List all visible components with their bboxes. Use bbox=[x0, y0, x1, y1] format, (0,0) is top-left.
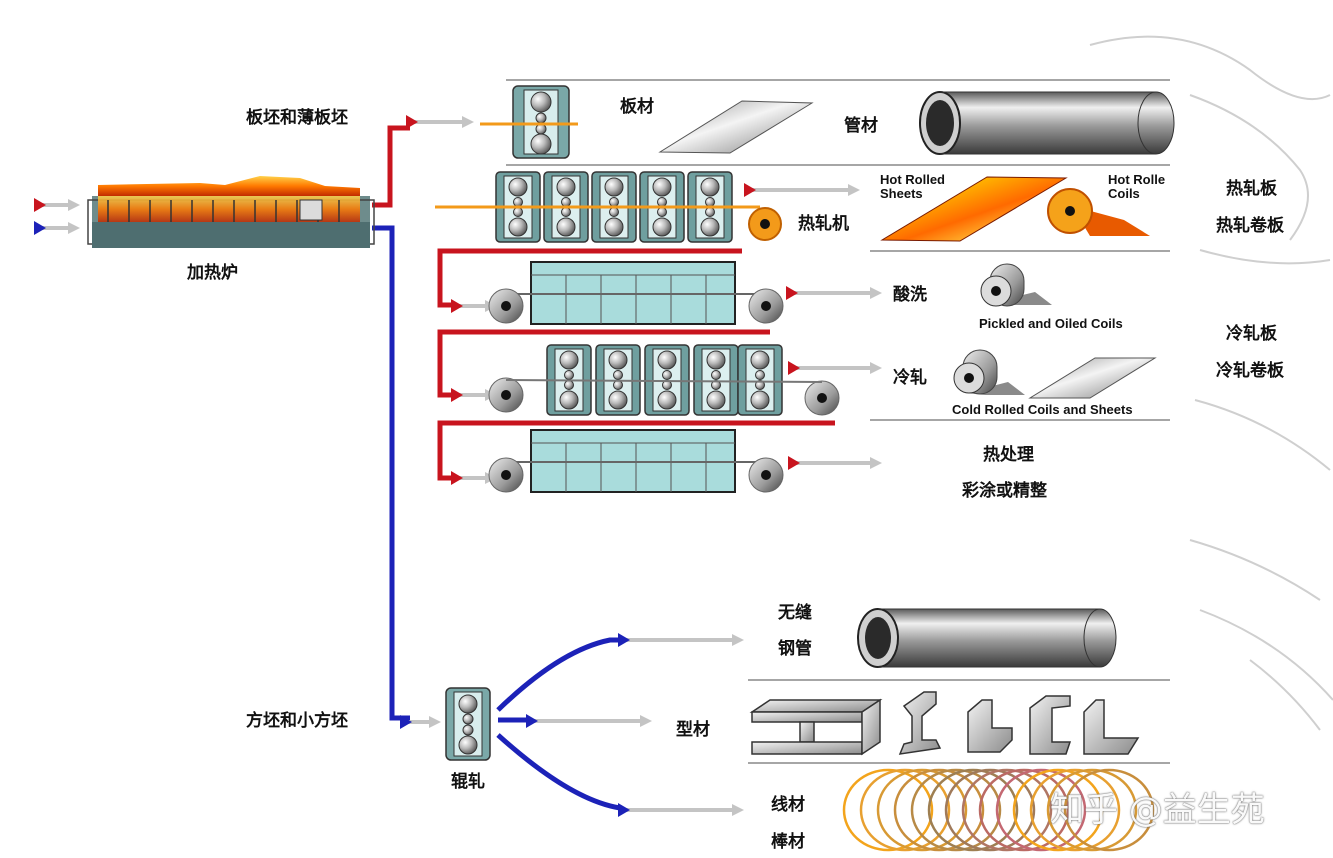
steel-plate bbox=[658, 100, 814, 154]
billet-mill-stand bbox=[445, 687, 491, 761]
red-flow-line bbox=[372, 125, 835, 481]
label-cold-coil: 冷轧卷板 bbox=[1216, 360, 1285, 381]
angle-section bbox=[967, 699, 1013, 753]
label-hot-plate: 热轧板 bbox=[1226, 178, 1278, 199]
arrow bbox=[400, 715, 441, 729]
pickled-coil bbox=[980, 263, 1052, 307]
plate-mill-stand bbox=[480, 85, 578, 159]
label-cold-plate: 冷轧板 bbox=[1226, 323, 1278, 344]
arrow bbox=[526, 714, 652, 728]
wire-ring bbox=[1012, 768, 1104, 852]
label-pickled-en: Pickled and Oiled Coils bbox=[979, 316, 1123, 331]
rail-section bbox=[898, 691, 942, 755]
wire-ring bbox=[842, 768, 934, 852]
arrow bbox=[34, 198, 80, 212]
label-hot-mill: 热轧机 bbox=[798, 213, 849, 234]
wire-ring bbox=[995, 768, 1087, 852]
seamless-pipe bbox=[857, 608, 1117, 668]
hot-rolled-coil bbox=[1047, 188, 1150, 236]
pickling-recoiler bbox=[748, 288, 784, 324]
heat-treat-recoiler bbox=[748, 457, 784, 493]
cold-rolled-sheet bbox=[1028, 357, 1157, 399]
arrow bbox=[618, 633, 744, 647]
separator-lines bbox=[506, 79, 1170, 764]
wire-ring bbox=[961, 768, 1053, 852]
pickling-uncoiler bbox=[488, 288, 524, 324]
i-beam-section bbox=[749, 698, 883, 756]
heat-treat-uncoiler bbox=[488, 457, 524, 493]
label-hot-coil: 热轧卷板 bbox=[1216, 215, 1285, 236]
wire-ring bbox=[910, 768, 1002, 852]
flow-arrows bbox=[34, 115, 882, 817]
watermark: 知乎 @益生苑 bbox=[1050, 790, 1265, 830]
cold-rolled-coil bbox=[953, 349, 1025, 395]
label-furnace: 加热炉 bbox=[186, 262, 238, 283]
arrow bbox=[618, 803, 744, 817]
label-plate: 板材 bbox=[620, 96, 654, 117]
wire-ring bbox=[1046, 768, 1138, 852]
label-heat-treat: 热处理 bbox=[983, 444, 1034, 465]
label-coating: 彩涂或精整 bbox=[961, 480, 1047, 501]
arrow bbox=[788, 361, 882, 375]
label-roll: 辊轧 bbox=[451, 771, 485, 792]
wire-ring bbox=[978, 768, 1070, 852]
arrow bbox=[786, 286, 882, 300]
cold-uncoiler bbox=[488, 377, 524, 413]
arrow bbox=[406, 115, 474, 129]
label-cold-rolling: 冷轧 bbox=[893, 367, 927, 388]
wire-ring bbox=[859, 768, 951, 852]
label-seamless-1: 无缝 bbox=[777, 602, 812, 623]
cold-strip bbox=[505, 379, 823, 383]
heating-furnace bbox=[87, 176, 375, 248]
mill-stand bbox=[644, 344, 690, 416]
wire-ring bbox=[893, 768, 985, 852]
l-section bbox=[1083, 699, 1140, 755]
label-billet: 方坯和小方坯 bbox=[246, 710, 348, 731]
label-hot-coils-en: Hot Rolle Coils bbox=[1108, 172, 1166, 201]
label-pickling: 酸洗 bbox=[893, 284, 927, 305]
label-seamless-2: 钢管 bbox=[778, 638, 812, 659]
mill-stand bbox=[693, 344, 739, 416]
channel-section bbox=[1029, 695, 1072, 755]
label-hot-sheets-en: Hot Rolled Sheets bbox=[880, 172, 945, 201]
label-cold-en: Cold Rolled Coils and Sheets bbox=[952, 402, 1133, 417]
wire-ring bbox=[876, 768, 968, 852]
label-section: 型材 bbox=[676, 719, 710, 740]
mill-stand bbox=[737, 344, 783, 416]
wire-ring bbox=[1063, 768, 1155, 852]
label-bar: 棒材 bbox=[771, 831, 805, 852]
pipe-top bbox=[919, 91, 1175, 155]
arrow bbox=[34, 221, 80, 235]
heat-treat-line bbox=[510, 429, 766, 493]
wire-ring bbox=[927, 768, 1019, 852]
cold-recoiler bbox=[804, 380, 840, 416]
arrow bbox=[788, 456, 882, 470]
label-pipe: 管材 bbox=[844, 115, 878, 136]
hot-rolled-sheet bbox=[880, 176, 1068, 242]
label-slab: 板坯和薄板坯 bbox=[246, 107, 348, 128]
wire-ring bbox=[1029, 768, 1121, 852]
pickling-line bbox=[510, 261, 766, 325]
wire-rod-coil bbox=[842, 768, 1155, 852]
arrow bbox=[744, 183, 860, 197]
label-wire: 线材 bbox=[771, 794, 805, 815]
wire-ring bbox=[944, 768, 1036, 852]
background-sketch bbox=[1089, 35, 1333, 731]
hot-coiler bbox=[748, 207, 782, 241]
